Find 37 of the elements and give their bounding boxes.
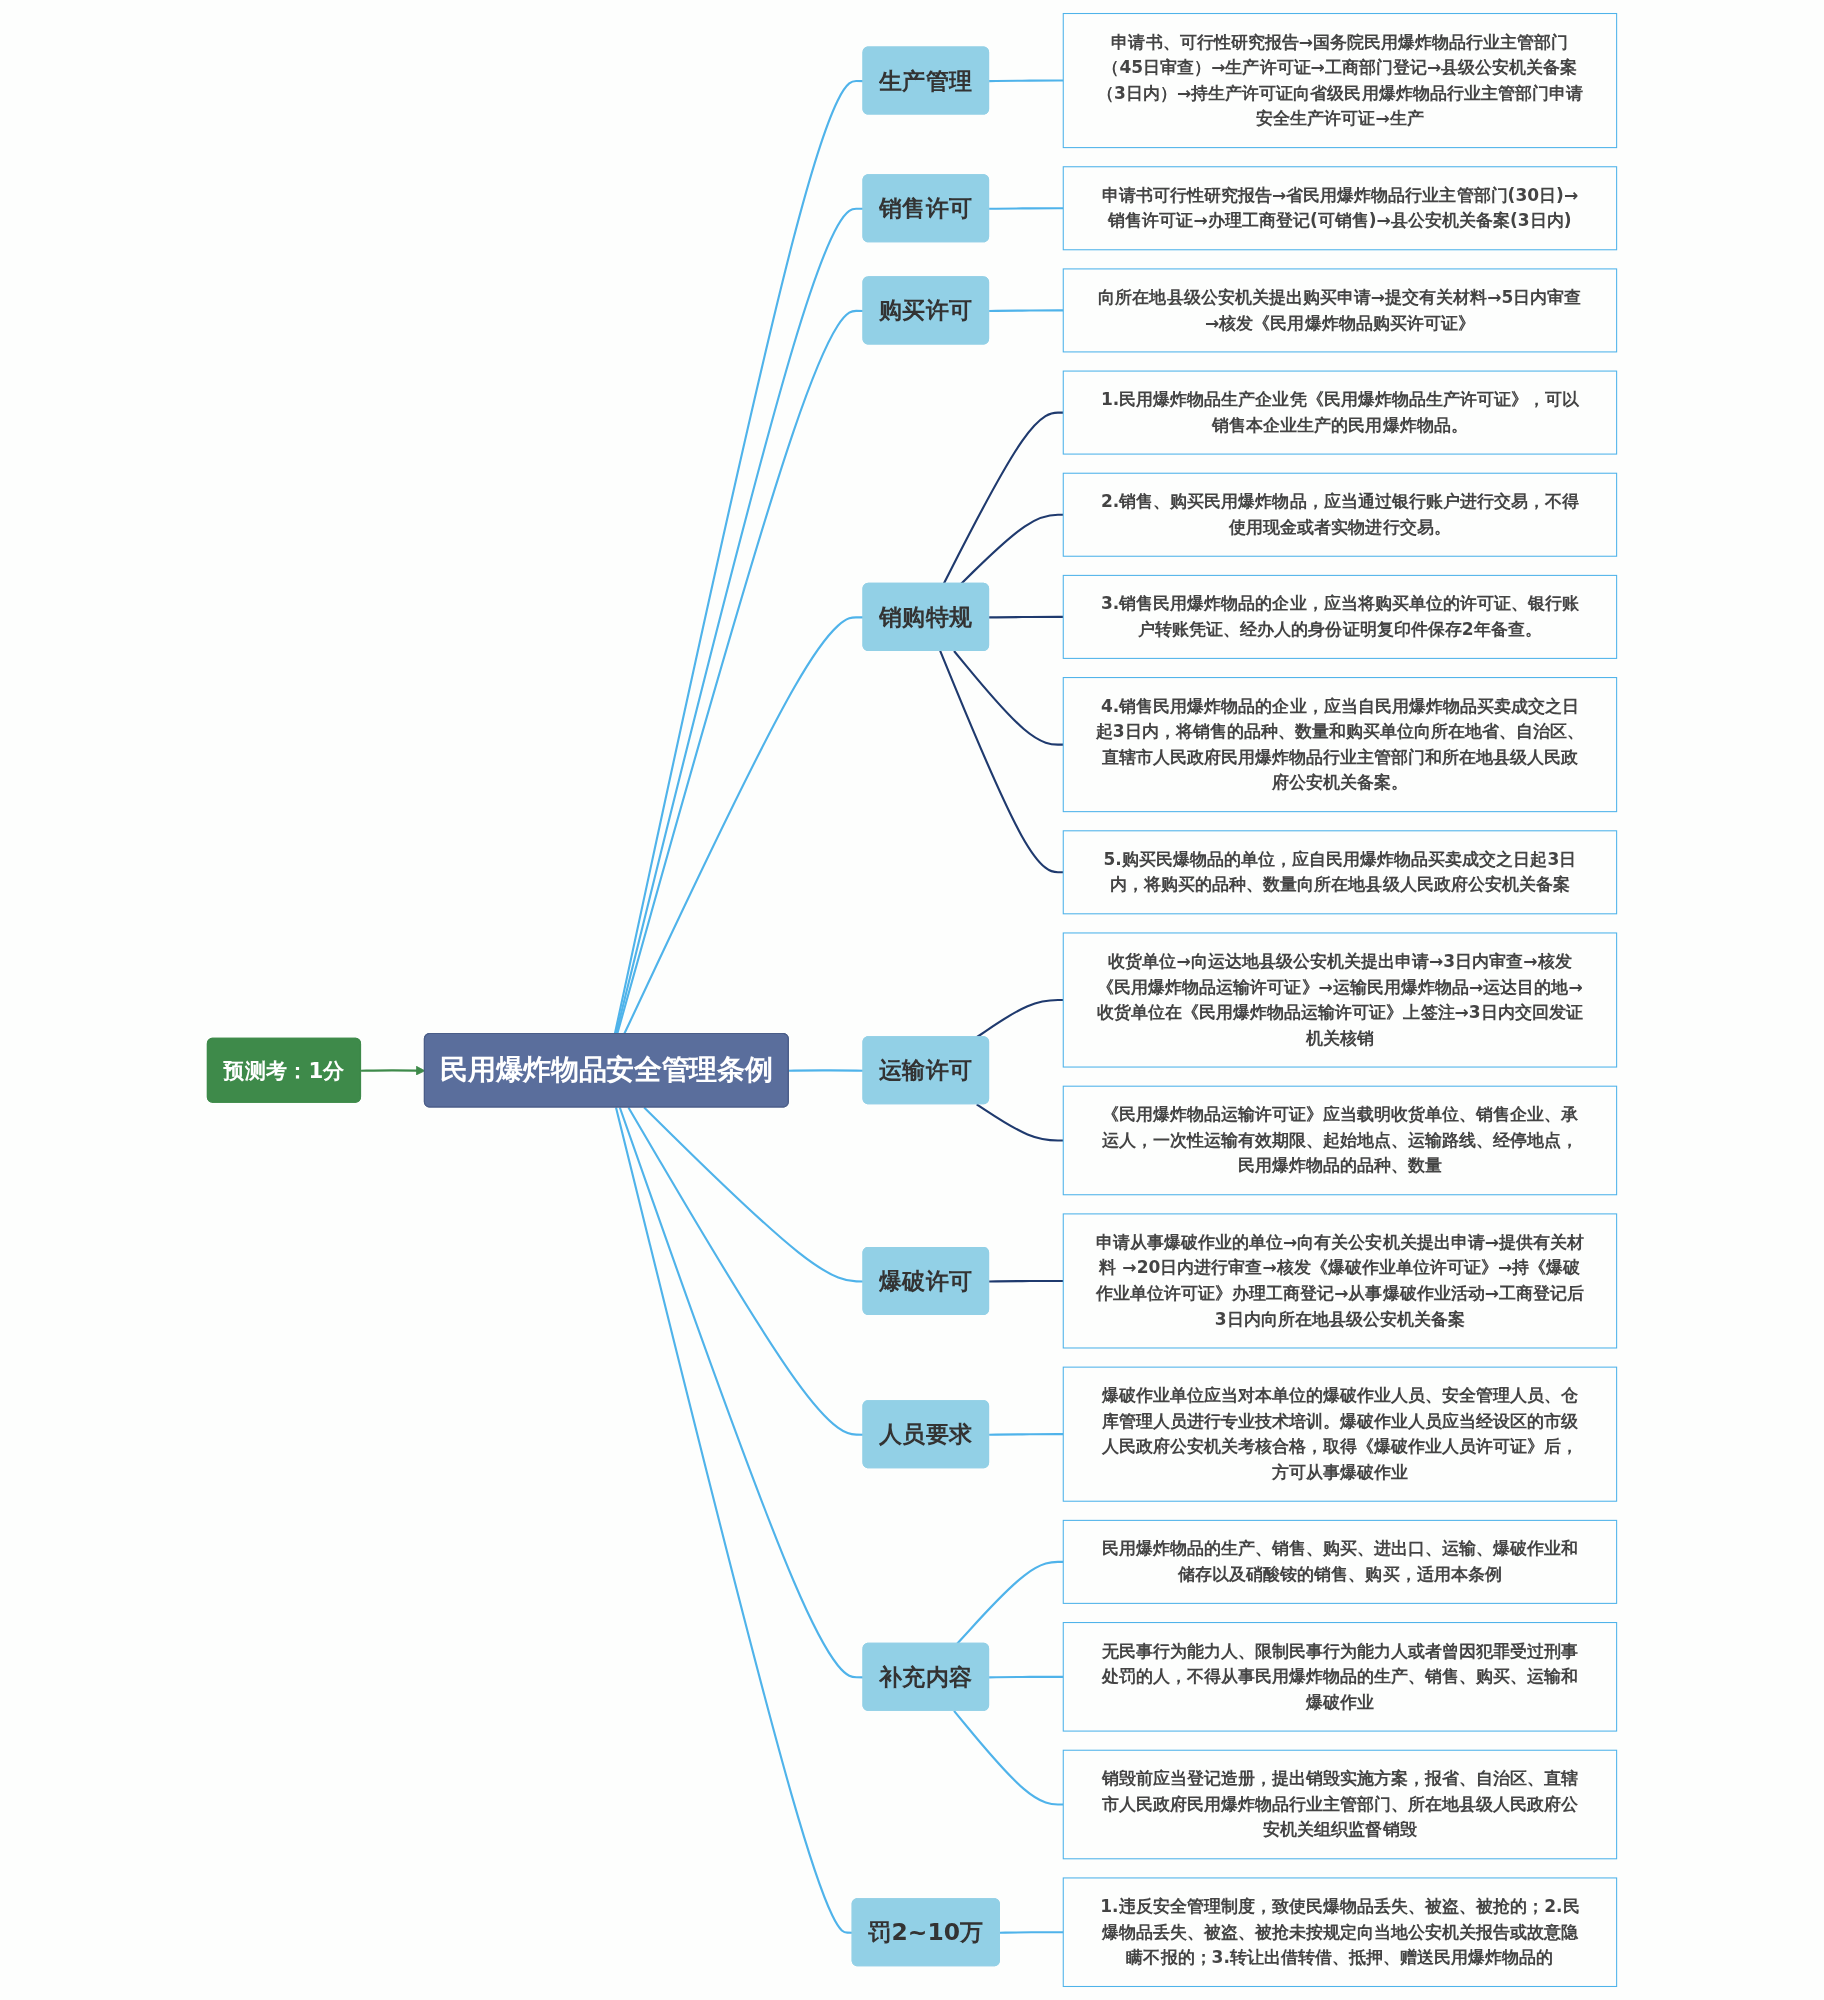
node-box: 向所在地县级公安机关提出购买申请→提交有关材料→5日内审查→核发《民用爆炸物品购买许可证》 <box>1062 268 1618 353</box>
node-box: 民用爆炸物品的生产、销售、购买、进出口、运输、爆破作业和储存以及硝酸铵的销售、购买，适用本条例 <box>1062 1519 1618 1604</box>
node-box: 2.销售、购买民用爆炸物品，应当通过银行账户进行交易，不得使用现金或者实物进行交易。 <box>1062 472 1618 557</box>
connector <box>989 615 1064 619</box>
connector <box>953 650 1064 746</box>
connector <box>999 1931 1064 1934</box>
connector <box>989 1675 1064 1679</box>
connector <box>623 616 864 1035</box>
node-box: 销毁前应当登记造册，提出销毁实施方案，报省、自治区、直辖市人民政府民用爆炸物品行业主管部门、所在地县级人民政府公安机关组织监督销毁 <box>1062 1749 1618 1860</box>
node-box: 申请书、可行性研究报告→国务院民用爆炸物品行业主管部门（45日审查）→生产许可证→工商部门登记→县级公安机关备案（3日内）→持生产许可证向省级民用爆炸物品行业主管部门申请安全生产许可证→生产 <box>1062 13 1618 149</box>
node-box: 5.购买民爆物品的单位，应自民用爆炸物品买卖成交之日起3日内，将购买的品种、数量向所在地县级人民政府公安机关备案 <box>1062 830 1618 915</box>
node-box: 无民事行为能力人、限制民事行为能力人或者曾因犯罪受过刑事处罚的人，不得从事民用爆炸物品的生产、销售、购买、运输和爆破作业 <box>1062 1622 1618 1732</box>
node-box: 爆破作业单位应当对本单位的爆破作业人员、安全管理人员、仓库管理人员进行专业技术培训。爆破作业人员应当经设区的市级人民政府公安机关考核合格，取得《爆破作业人员许可证》后，方可从事爆破作业 <box>1062 1366 1618 1502</box>
connector <box>614 1107 853 1934</box>
node-box: 申请书可行性研究报告→省民用爆炸物品行业主管部门(30日)→销售许可证→办理工商登记(可销售)→县公安机关备案(3日内) <box>1062 166 1618 251</box>
connector <box>976 1103 1064 1142</box>
connector <box>953 1710 1064 1806</box>
connector <box>989 207 1064 210</box>
node-box: 3.销售民用爆炸物品的企业，应当将购买单位的许可证、银行账户转账凭证、经办人的身份证明复印件保存2年备查。 <box>1062 574 1618 659</box>
node-box: 1.民用爆炸物品生产企业凭《民用爆炸物品生产许可证》，可以销售本企业生产的民用爆炸物品。 <box>1062 370 1618 455</box>
node-box: 《民用爆炸物品运输许可证》应当载明收货单位、销售企业、承运人，一次性运输有效期限、起始地点、运输路线、经停地点，民用爆炸物品的品种、数量 <box>1062 1085 1618 1196</box>
node-box: 4.销售民用爆炸物品的企业，应当自民用爆炸物品买卖成交之日起3日内，将销售的品种、数量和购买单位向所在地省、自治区、直辖市人民政府民用爆炸物品行业主管部门和所在地县级人民政府公安机关备案。 <box>1062 677 1618 813</box>
connector <box>989 1433 1064 1436</box>
connector <box>989 79 1064 83</box>
connector <box>942 411 1064 585</box>
node-box: 收货单位→向运达地县级公安机关提出申请→3日内审查→核发《民用爆炸物品运输许可证》→运输民用爆炸物品→运达目的地→收货单位在《民用爆炸物品运输许可证》上签注→3日内交回发证机关核销 <box>1062 932 1618 1068</box>
connector <box>960 513 1064 585</box>
node-box: 1.违反安全管理制度，致使民爆物品丢失、被盗、被抢的；2.民爆物品丢失、被盗、被抢未按规定向当地公安机关报告或故意隐瞒不报的；3.转让出借转借、抵押、赠送民用爆炸物品的 <box>1062 1877 1618 1987</box>
node-box: 申请从事爆破作业的单位→向有关公安机关提出申请→提供有关材料 →20日内进行审查→核发《爆破作业单位许可证》→持《爆破作业单位许可证》办理工商登记→从事爆破作业活动→工商登记后3日内向所在地县级公安机关备案 <box>1062 1213 1618 1349</box>
connector <box>989 1279 1064 1283</box>
connector <box>627 1106 864 1436</box>
connector <box>989 309 1064 312</box>
connector <box>956 1560 1064 1645</box>
connector <box>618 1107 864 1679</box>
connector <box>643 1106 864 1283</box>
connector <box>788 1069 864 1072</box>
connector <box>939 650 1064 874</box>
